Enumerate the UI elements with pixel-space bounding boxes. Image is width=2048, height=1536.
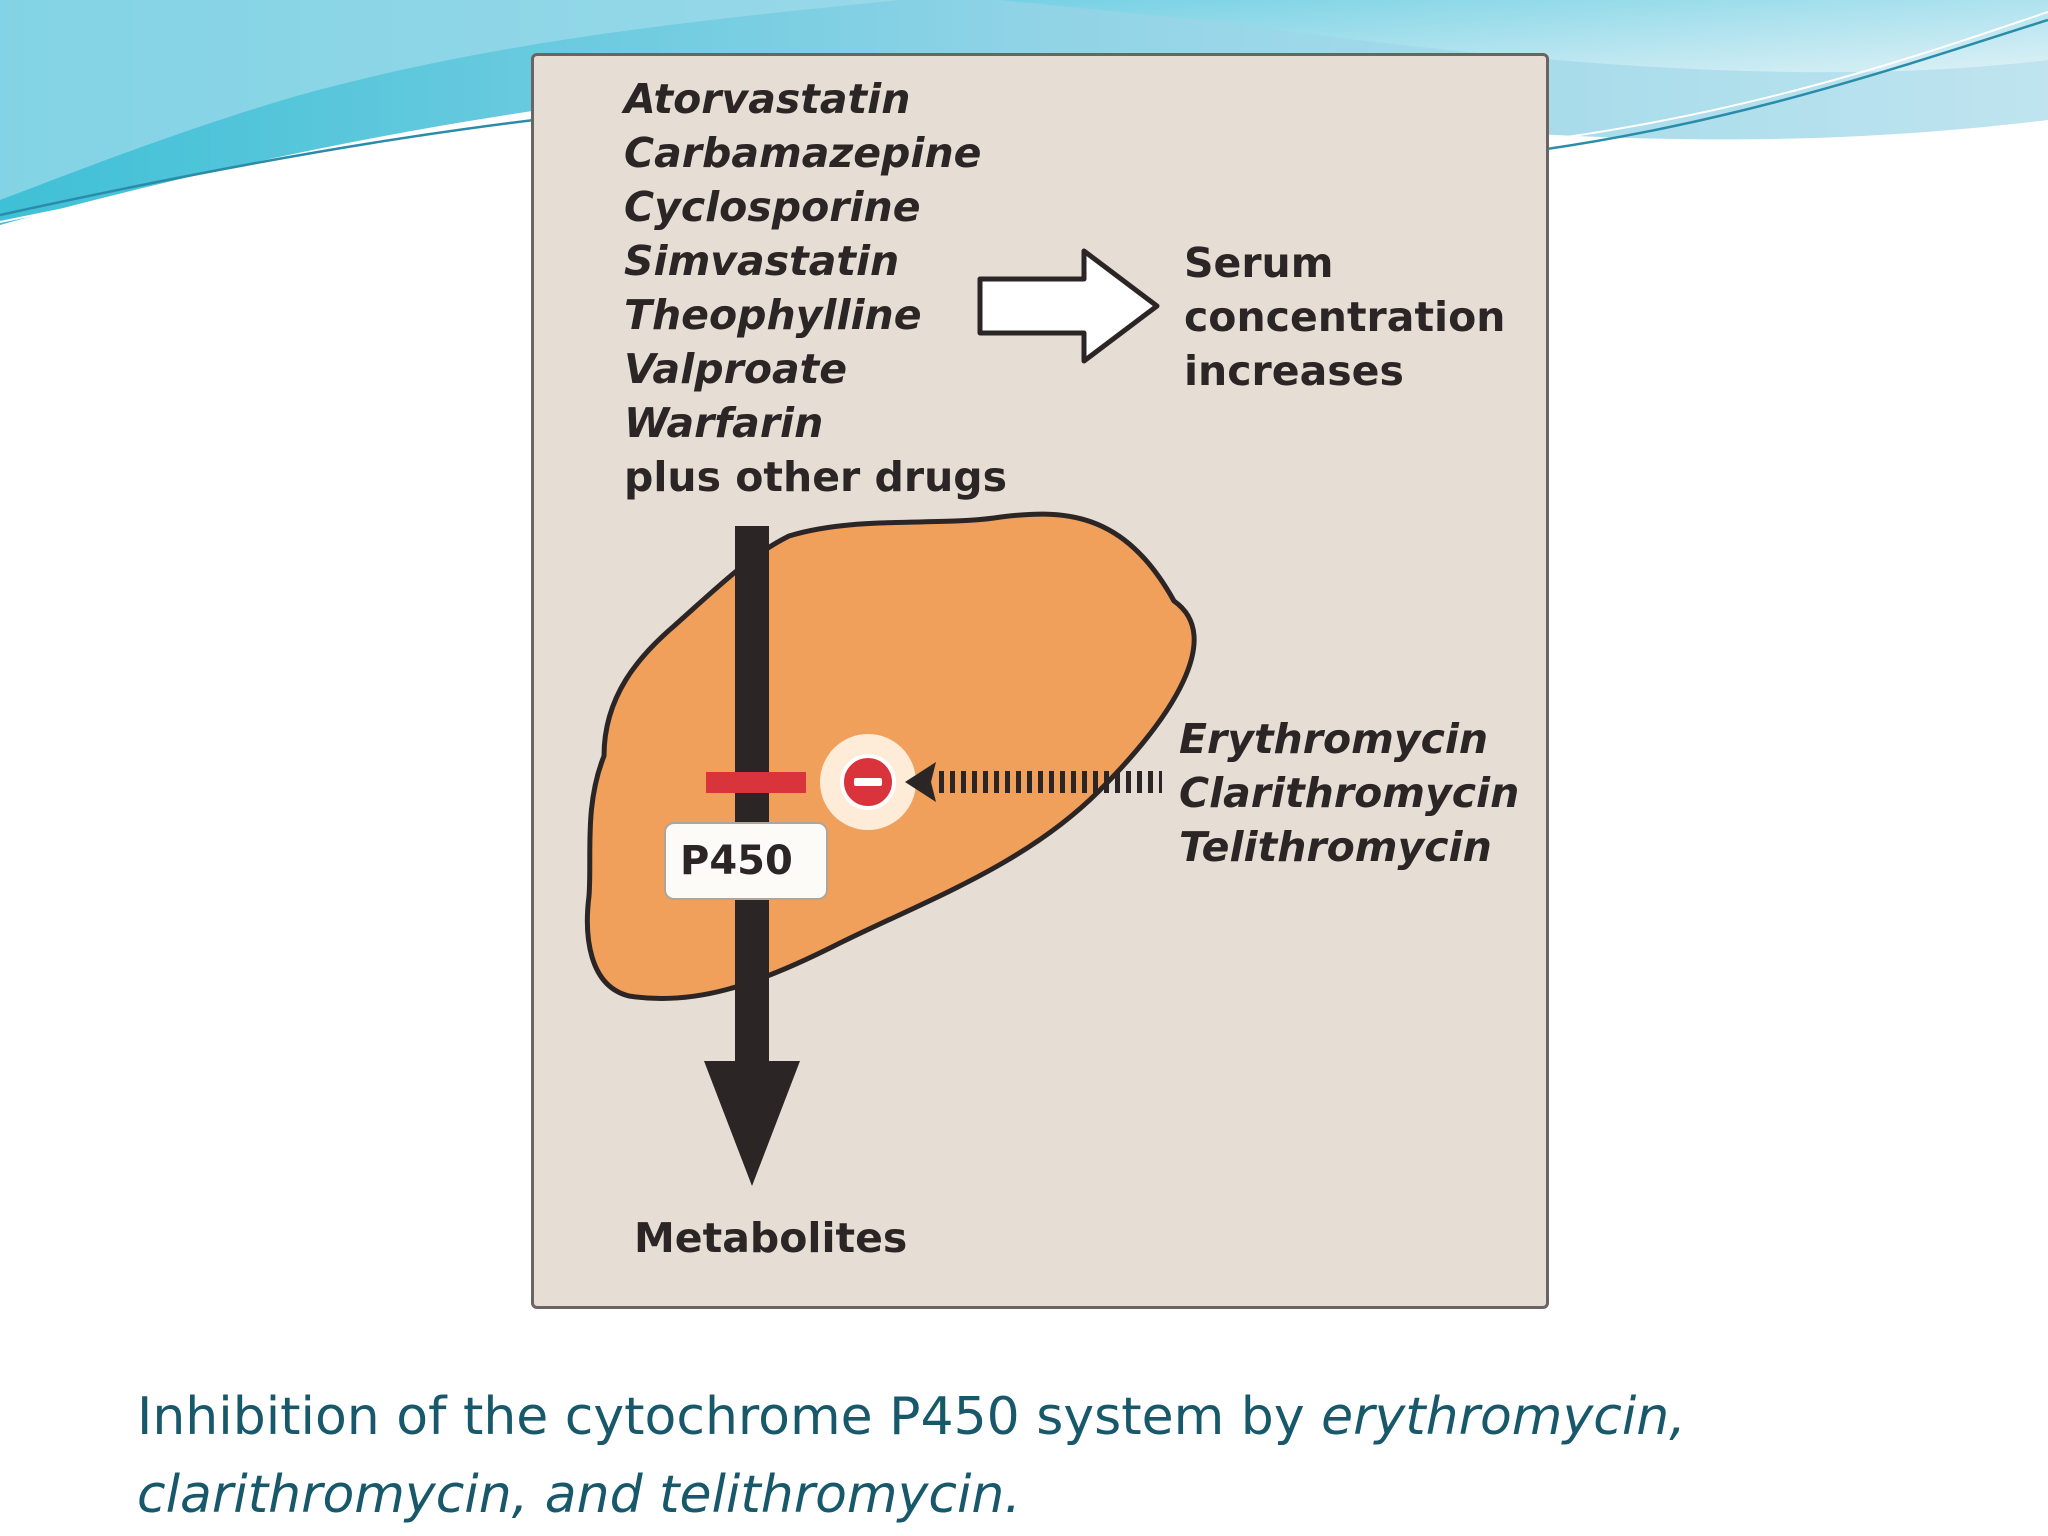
caption-text: Inhibition of the cytochrome P450 system… bbox=[137, 1387, 1322, 1447]
metabolites-label: Metabolites bbox=[634, 1214, 908, 1262]
substrate-drug: Cyclosporine bbox=[624, 183, 921, 231]
inhibitor-drug-list: Erythromycin Clarithromycin Telithromyci… bbox=[1179, 712, 1519, 874]
hollow-arrow-right-icon bbox=[977, 248, 1160, 364]
substrate-drug: Atorvastatin bbox=[624, 75, 911, 123]
slide-caption: Inhibition of the cytochrome P450 system… bbox=[137, 1378, 1937, 1534]
substrate-drug: Theophylline bbox=[624, 291, 922, 339]
pathway-arrow-shaft bbox=[735, 526, 769, 1106]
effect-line: Serum bbox=[1184, 239, 1334, 287]
diagram-panel: Atorvastatin Carbamazepine Cyclosporine … bbox=[531, 53, 1549, 1309]
arrow-down-icon bbox=[704, 1061, 800, 1186]
diagram-graphics bbox=[584, 248, 1197, 1186]
serum-effect-label: Serum concentration increases bbox=[1184, 236, 1505, 398]
effect-line: increases bbox=[1184, 347, 1404, 395]
other-drugs-label: plus other drugs bbox=[624, 453, 1008, 501]
minus-sign bbox=[854, 778, 882, 786]
inhibitor-drug: Erythromycin bbox=[1179, 715, 1489, 763]
substrate-drug-list: Atorvastatin Carbamazepine Cyclosporine … bbox=[624, 72, 1007, 504]
inhibitor-drug: Clarithromycin bbox=[1179, 769, 1520, 817]
substrate-drug: Warfarin bbox=[624, 399, 824, 447]
inhibitor-drug: Telithromycin bbox=[1179, 823, 1492, 871]
p450-enzyme-label: P450 bbox=[664, 822, 828, 900]
substrate-drug: Valproate bbox=[624, 345, 848, 393]
effect-line: concentration bbox=[1184, 293, 1506, 341]
inhibition-block-bar bbox=[706, 772, 806, 793]
dotted-arrow-left-icon bbox=[905, 762, 1162, 802]
substrate-drug: Simvastatin bbox=[624, 237, 900, 285]
caption-italic-text: erythromycin, clarithromycin, and telith… bbox=[137, 1387, 1686, 1525]
substrate-drug: Carbamazepine bbox=[624, 129, 982, 177]
